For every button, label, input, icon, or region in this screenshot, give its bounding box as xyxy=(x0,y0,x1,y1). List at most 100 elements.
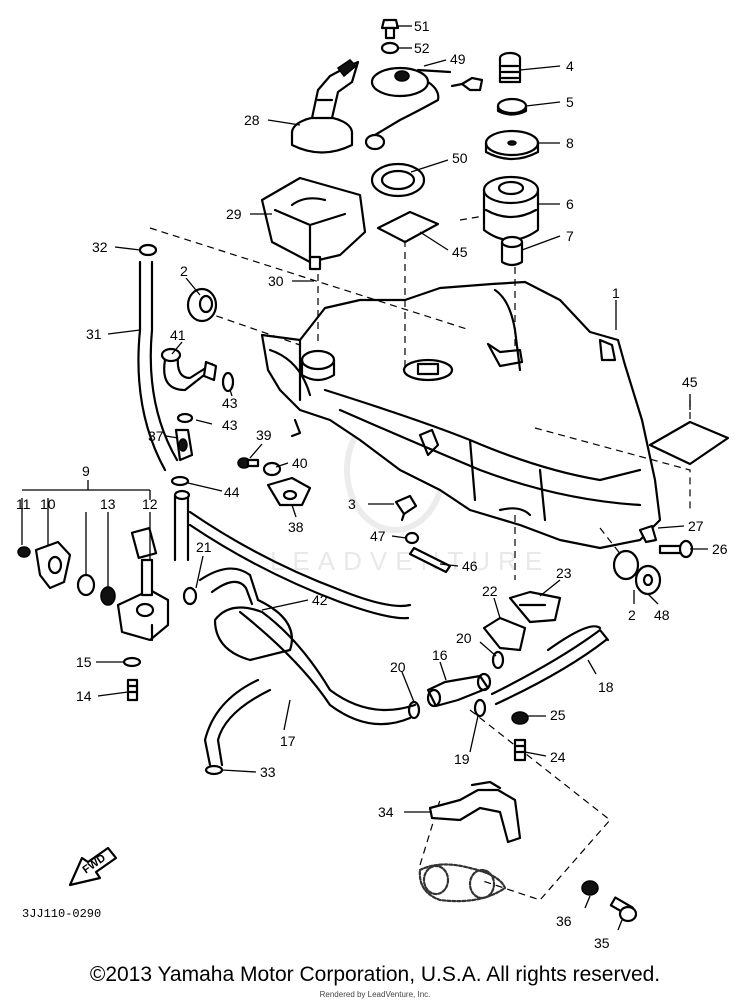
bracket-23 xyxy=(508,590,562,624)
clip-19 xyxy=(473,698,487,718)
callout-25: 25 xyxy=(550,707,566,723)
callout-37: 37 xyxy=(148,428,164,444)
clip-33 xyxy=(204,764,224,776)
hose-18 xyxy=(490,625,610,706)
sender-unit-49 xyxy=(364,66,484,151)
hose-31 xyxy=(137,260,179,472)
bolt-39 xyxy=(237,457,260,469)
callout-13: 13 xyxy=(100,496,116,512)
clip-44 xyxy=(170,475,190,487)
fuel-filter-16 xyxy=(426,672,492,708)
bracket-34 xyxy=(428,780,522,844)
washer-15 xyxy=(122,656,142,668)
callout-14: 14 xyxy=(76,688,92,704)
clip-43-lower xyxy=(176,412,194,424)
callout-31: 31 xyxy=(86,326,102,342)
callout-34: 34 xyxy=(378,804,394,820)
collar-48 xyxy=(634,564,662,596)
hose-44-lower xyxy=(173,489,191,562)
callout-12: 12 xyxy=(142,496,158,512)
callout-29: 29 xyxy=(226,206,242,222)
callout-3: 3 xyxy=(348,496,356,512)
callout-5: 5 xyxy=(566,94,574,110)
bracket-38 xyxy=(266,476,312,507)
grommet-2-upper xyxy=(186,287,218,323)
callout-21: 21 xyxy=(196,539,212,555)
callout-11: 11 xyxy=(16,496,31,512)
pad-45-lower xyxy=(648,420,730,466)
callout-36: 36 xyxy=(556,913,572,929)
callout-26: 26 xyxy=(712,541,728,557)
diagram-ref-code: 3JJ110-0290 xyxy=(22,907,101,921)
callout-47: 47 xyxy=(370,528,386,544)
callout-8: 8 xyxy=(566,135,574,151)
bolt-24 xyxy=(513,738,527,762)
fuel-cock-9 xyxy=(116,527,170,642)
breather-valve-37 xyxy=(174,428,194,462)
forward-arrow-icon: FWD xyxy=(68,846,118,887)
callout-49: 49 xyxy=(450,51,466,67)
callout-44: 44 xyxy=(224,484,240,500)
nut-25 xyxy=(511,711,529,725)
callout-39: 39 xyxy=(256,427,272,443)
callout-22: 22 xyxy=(482,583,498,599)
collar-7 xyxy=(500,235,524,267)
callout-45-upper: 45 xyxy=(452,244,468,260)
callout-51: 51 xyxy=(414,18,430,34)
damper-6 xyxy=(482,175,540,242)
bolt-3 xyxy=(394,494,418,522)
callout-1: 1 xyxy=(612,285,620,301)
clip-32 xyxy=(138,243,158,257)
rendered-by-note: Rendered by LeadVenture, Inc. xyxy=(319,990,431,999)
callout-41: 41 xyxy=(170,327,186,343)
fuel-cap-assembly xyxy=(290,59,360,154)
callout-6: 6 xyxy=(566,196,574,212)
callout-17: 17 xyxy=(280,733,296,749)
callout-20-left: 20 xyxy=(390,659,406,675)
callout-24: 24 xyxy=(550,749,566,765)
callout-23: 23 xyxy=(556,565,572,581)
callout-40: 40 xyxy=(292,455,308,471)
callout-2-lower: 2 xyxy=(628,607,636,623)
bolt-4 xyxy=(498,51,522,84)
callout-42: 42 xyxy=(312,592,328,608)
bracket-22 xyxy=(482,616,527,652)
gasket-13 xyxy=(76,573,116,606)
callout-32: 32 xyxy=(92,239,108,255)
pad-45-upper xyxy=(376,210,440,244)
clip-20-right xyxy=(491,650,505,670)
callout-30: 30 xyxy=(268,273,284,289)
callout-18: 18 xyxy=(598,679,614,695)
callout-50: 50 xyxy=(452,150,468,166)
hose-42 xyxy=(198,567,260,606)
hose-17 xyxy=(203,598,417,767)
bolt-14 xyxy=(126,678,139,702)
grommet-2-lower xyxy=(612,549,640,581)
clip-43-upper xyxy=(221,371,235,393)
callout-33: 33 xyxy=(260,764,276,780)
band-46 xyxy=(408,546,452,574)
carburetor-phantom xyxy=(418,863,507,903)
fuel-tank xyxy=(260,280,662,550)
hose-42-long xyxy=(188,510,412,620)
clip-21 xyxy=(182,586,198,606)
screw-26 xyxy=(658,539,694,559)
callout-7: 7 xyxy=(566,228,574,244)
damper-8 xyxy=(484,129,540,161)
callout-16: 16 xyxy=(432,647,448,663)
callout-48: 48 xyxy=(654,607,670,623)
screw-11 xyxy=(17,546,31,558)
lever-10 xyxy=(34,540,72,590)
callout-45-lower: 45 xyxy=(682,374,698,390)
callout-43-lower: 43 xyxy=(222,417,238,433)
nut-36 xyxy=(581,880,599,896)
callout-27: 27 xyxy=(688,518,704,534)
callout-46: 46 xyxy=(462,558,478,574)
washer-52 xyxy=(380,41,400,55)
bolt-35 xyxy=(609,896,638,923)
callout-9: 9 xyxy=(82,463,90,479)
watermark-text: LEADVENTURE xyxy=(270,546,550,576)
cap-base-29 xyxy=(260,176,367,271)
